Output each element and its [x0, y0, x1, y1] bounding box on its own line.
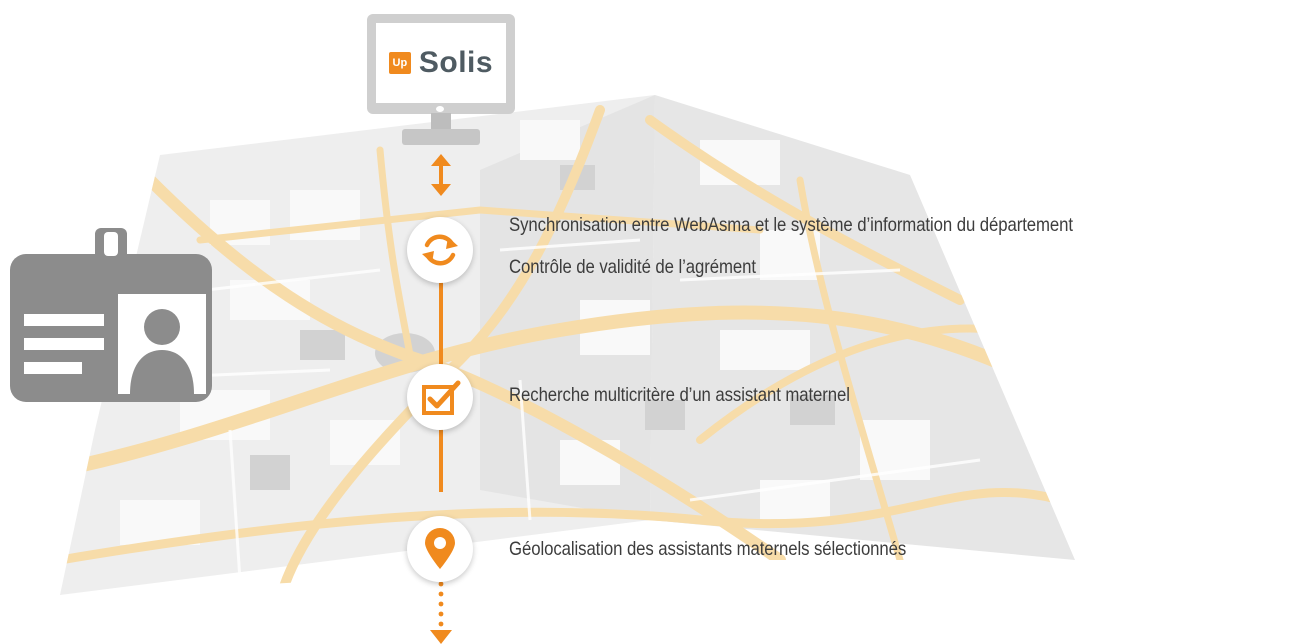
step-geolocation-label: Géolocalisation des assistants maternels…	[509, 538, 907, 560]
id-card-icon	[10, 228, 212, 402]
checklist-icon	[422, 380, 461, 415]
logo-text: Solis	[418, 46, 494, 79]
step-search-label: Recherche multicritère d’un assistant ma…	[509, 384, 850, 406]
logo-badge: Up	[388, 52, 411, 74]
monitor-power-dot	[436, 106, 444, 112]
monitor-stand	[431, 113, 451, 131]
map-pin-node	[407, 516, 473, 582]
monitor-base	[402, 129, 480, 145]
solis-logo: Up Solis	[376, 23, 506, 103]
map-pin-icon	[425, 528, 455, 569]
sync-node	[407, 217, 473, 283]
checklist-node	[407, 364, 473, 430]
step-validity-label: Contrôle de validité de l’agrément	[509, 256, 756, 278]
sync-icon	[422, 234, 458, 266]
step-sync-label: Synchronisation entre WebAsma et le syst…	[509, 214, 1073, 236]
monitor-icon: Up Solis	[367, 14, 515, 114]
